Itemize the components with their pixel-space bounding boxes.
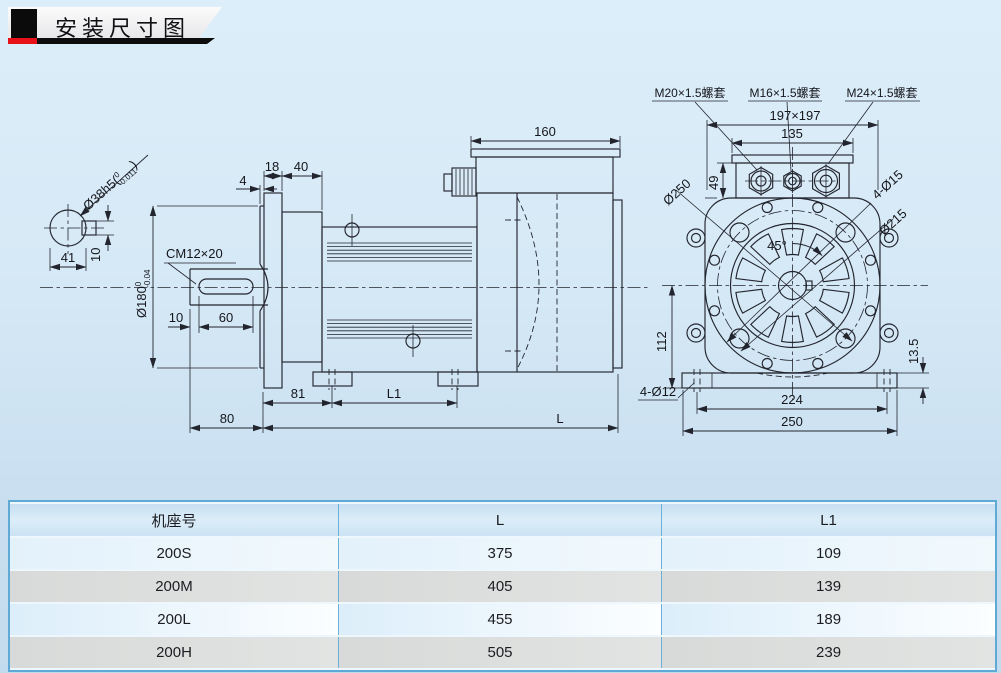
page-title: 安装尺寸图 [55, 16, 191, 41]
col-header-l1: L1 [662, 504, 995, 536]
motor-side-view [40, 148, 650, 408]
dim-flange-diameter: Ø1800-0.04 [134, 269, 152, 318]
dim-key-width: 10 [88, 248, 103, 262]
cell-model: 200H [10, 637, 339, 668]
cell-l: 505 [338, 637, 663, 668]
motor-rear-view [662, 147, 928, 400]
col-header-frame: 机座号 [10, 504, 339, 536]
side-view-dimensions: 4 18 40 160 Ø1800-0.04 CM12×2 [134, 124, 621, 433]
dim-foot-span: L1 [387, 386, 401, 401]
dim-base-width: 250 [781, 414, 803, 429]
dim-flange-thickness: 18 [265, 159, 279, 174]
dim-box-height: 49 [706, 176, 721, 190]
title-block: 安装尺寸图 [8, 7, 230, 47]
dim-total-length: L [556, 411, 563, 426]
size-table: 机座号 L L1 200S 375 109 200M 405 139 200L [10, 502, 995, 670]
dim-frame: 197×197 [770, 108, 821, 123]
dim-step: 4 [239, 173, 246, 188]
cell-l1: 239 [662, 637, 995, 668]
title-red-accent [8, 38, 37, 44]
gland-right-label: M24×1.5螺套 [846, 86, 917, 100]
dim-rear-flange-dia: Ø250 [660, 176, 694, 208]
col-header-l: L [338, 504, 663, 536]
gland-left-label: M20×1.5螺套 [654, 86, 725, 100]
cell-l1: 189 [662, 604, 995, 635]
dim-gland-span: 135 [781, 126, 803, 141]
table-row: 200H 505 239 [10, 637, 995, 668]
dim-flange-holes: 4-Ø15 [869, 167, 906, 202]
cell-model: 200S [10, 538, 339, 569]
cell-model: 200M [10, 571, 339, 602]
dim-base-holes: 4-Ø12 [640, 384, 676, 399]
cell-l1: 139 [662, 571, 995, 602]
dim-base-thickness: 13.5 [906, 339, 921, 364]
dim-bolt-circle: Ø215 [876, 206, 910, 238]
size-table-header-row: 机座号 L L1 [10, 504, 995, 536]
dim-angle: 45° [767, 238, 787, 253]
gland-mid-label: M16×1.5螺套 [749, 86, 820, 100]
rear-view-dimensions: M20×1.5螺套 M16×1.5螺套 M24×1.5螺套 197×197 13… [638, 86, 929, 436]
dim-key-offset: 10 [169, 310, 183, 325]
shaft-section-view: Ø38h5(0-0.011) 41 10 [44, 154, 149, 271]
dim-shaft-width: 41 [61, 250, 75, 265]
cell-l: 375 [338, 538, 663, 569]
dim-base-span: 224 [781, 392, 803, 407]
dim-hub-length: 40 [294, 159, 308, 174]
dim-center-height: 112 [654, 331, 669, 352]
dim-box-length: 160 [534, 124, 556, 139]
dim-shaft-length: 80 [220, 411, 234, 426]
title-underline-bar [37, 38, 215, 44]
cell-l: 405 [338, 571, 663, 602]
cell-l: 455 [338, 604, 663, 635]
cell-model: 200L [10, 604, 339, 635]
gland-m24 [812, 164, 840, 198]
table-row: 200S 375 109 [10, 538, 995, 569]
size-table-container: 机座号 L L1 200S 375 109 200M 405 139 200L [8, 500, 997, 672]
dim-key-length: 60 [219, 310, 233, 325]
shaft-diameter-label: Ø38h5(0-0.011) [80, 157, 142, 215]
dim-foot-front: 81 [291, 386, 305, 401]
gland-m20 [748, 166, 774, 196]
table-row: 200M 405 139 [10, 571, 995, 602]
cell-l1: 109 [662, 538, 995, 569]
title-black-square [11, 9, 37, 38]
gland-m16 [783, 169, 802, 193]
title-background [8, 7, 222, 40]
keyway-label: CM12×20 [166, 246, 223, 261]
dimension-drawing: Ø38h5(0-0.011) 41 10 [40, 86, 929, 436]
table-row: 200L 455 189 [10, 604, 995, 635]
